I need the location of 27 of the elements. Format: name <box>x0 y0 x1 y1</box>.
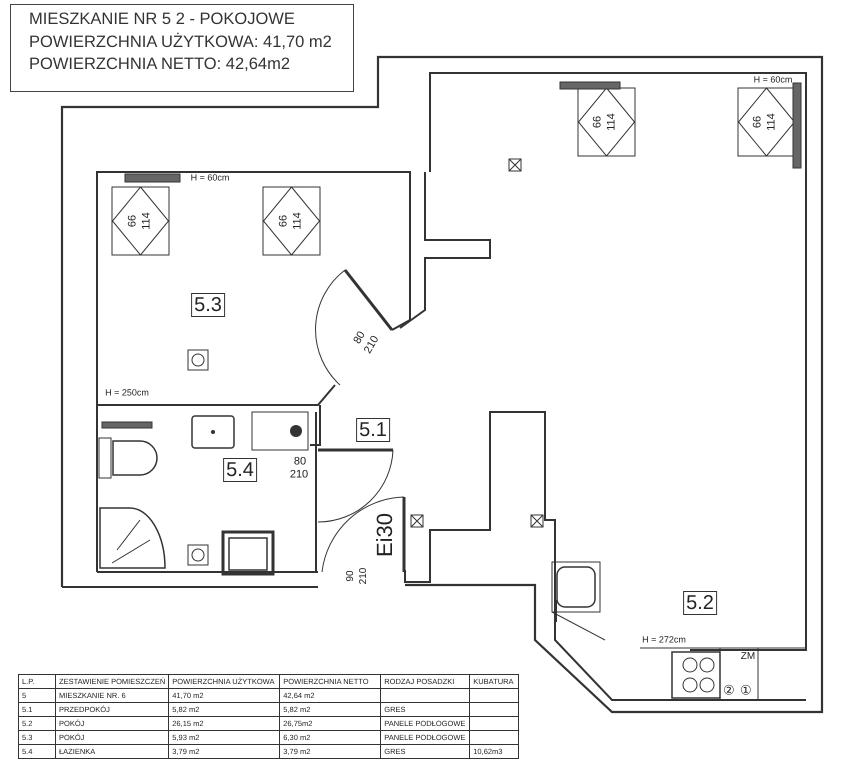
window-size: 66 <box>278 214 290 228</box>
fire-rating-text: Ei30 <box>374 512 396 558</box>
meter-label: ZM <box>740 652 756 662</box>
room-number: 5.1 <box>356 418 390 442</box>
room-number: 5.4 <box>223 458 257 482</box>
window-size: 114 <box>766 113 778 131</box>
window-size: 114 <box>142 212 152 230</box>
title-text: POWIERZCHNIA NETTO: 42,64m2 <box>29 56 292 72</box>
height-note: H = 250cm <box>105 388 149 398</box>
height-note: H = 60cm <box>754 76 792 84</box>
window-size: 66 <box>752 116 764 128</box>
room-number: 5.3 <box>191 293 225 317</box>
height-note: H = 272cm <box>642 636 686 644</box>
window-size: 66 <box>128 214 138 228</box>
room-number: 5.2 <box>683 591 717 615</box>
meter-number: ② <box>723 684 735 696</box>
window-size: 66 <box>592 116 604 128</box>
door-size: 80 <box>294 456 306 468</box>
door-size: 90 <box>346 570 356 582</box>
door-size: 210 <box>359 568 369 584</box>
window-size: 114 <box>292 212 304 230</box>
title-text: MIESZKANIE NR 5 2 - POKOJOWE <box>29 11 296 28</box>
door-size: 210 <box>290 470 308 480</box>
meter-number: ① <box>740 684 752 696</box>
window-size: 114 <box>606 113 618 131</box>
height-note: H = 60cm <box>190 174 230 182</box>
title-text: POWIERZCHNIA UŻYTKOWA: 41,70 m2 <box>29 34 333 50</box>
